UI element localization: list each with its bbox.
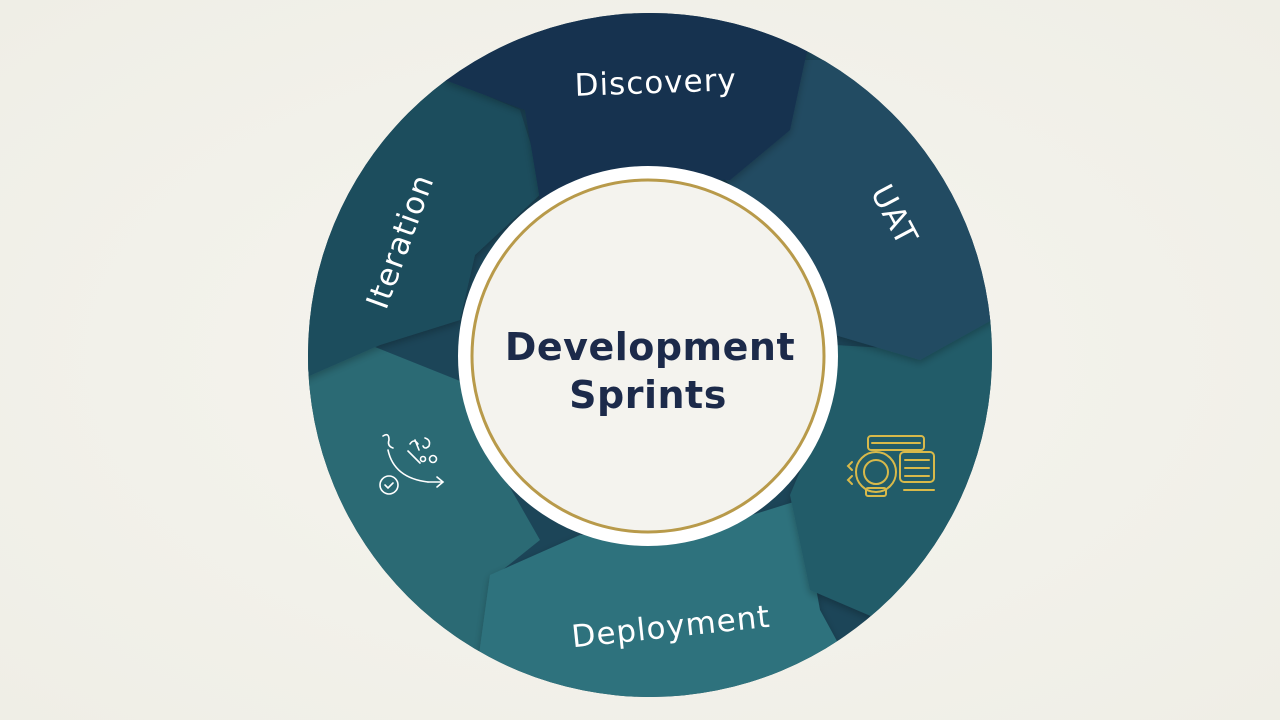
gear-camera-icon: [846, 435, 935, 497]
label-discovery: Discovery: [574, 62, 737, 104]
center-title-line2: Sprints: [569, 373, 727, 417]
center-gold-ring: [470, 178, 826, 534]
segment-discovery[interactable]: [440, 0, 820, 200]
sketch-flow-icon: [379, 433, 445, 495]
center-title-line1: Development: [505, 325, 795, 369]
segment-deployment[interactable]: [470, 500, 880, 720]
